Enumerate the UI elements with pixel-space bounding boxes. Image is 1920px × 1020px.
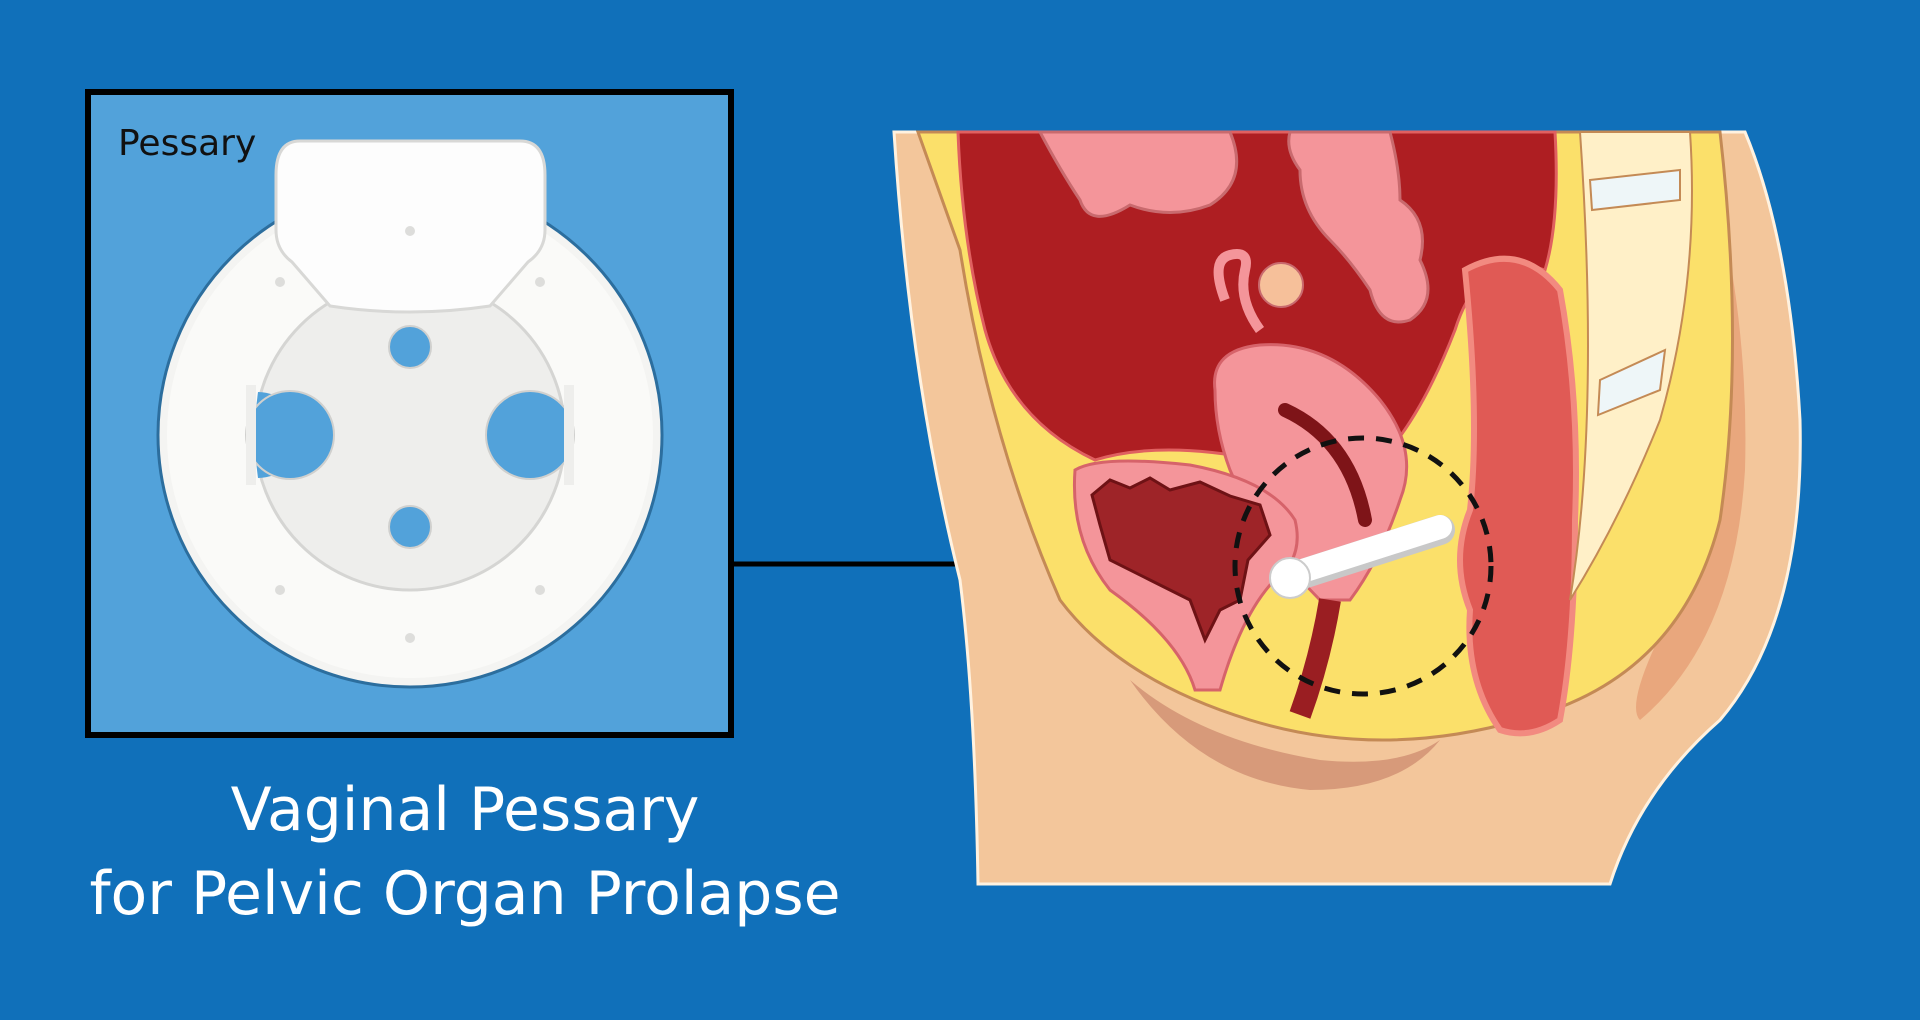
pessary-inset: Pessary	[85, 89, 734, 738]
uterus	[1213, 249, 1409, 719]
intestines	[1037, 130, 1430, 324]
ovary	[1258, 262, 1304, 308]
pelvic-anatomy	[892, 130, 1802, 886]
title-line-1: Vaginal Pessary	[230, 775, 700, 845]
bladder	[1072, 459, 1299, 692]
pessary-in-place	[1269, 515, 1455, 599]
dashed-highlight-circle	[1232, 435, 1494, 697]
spine	[1569, 131, 1693, 601]
perineum	[1130, 680, 1440, 790]
inset-label: Pessary	[118, 123, 256, 164]
rectum	[1457, 255, 1579, 737]
title-line-2: for Pelvic Organ Prolapse	[89, 859, 841, 929]
pessary-device	[156, 139, 664, 689]
